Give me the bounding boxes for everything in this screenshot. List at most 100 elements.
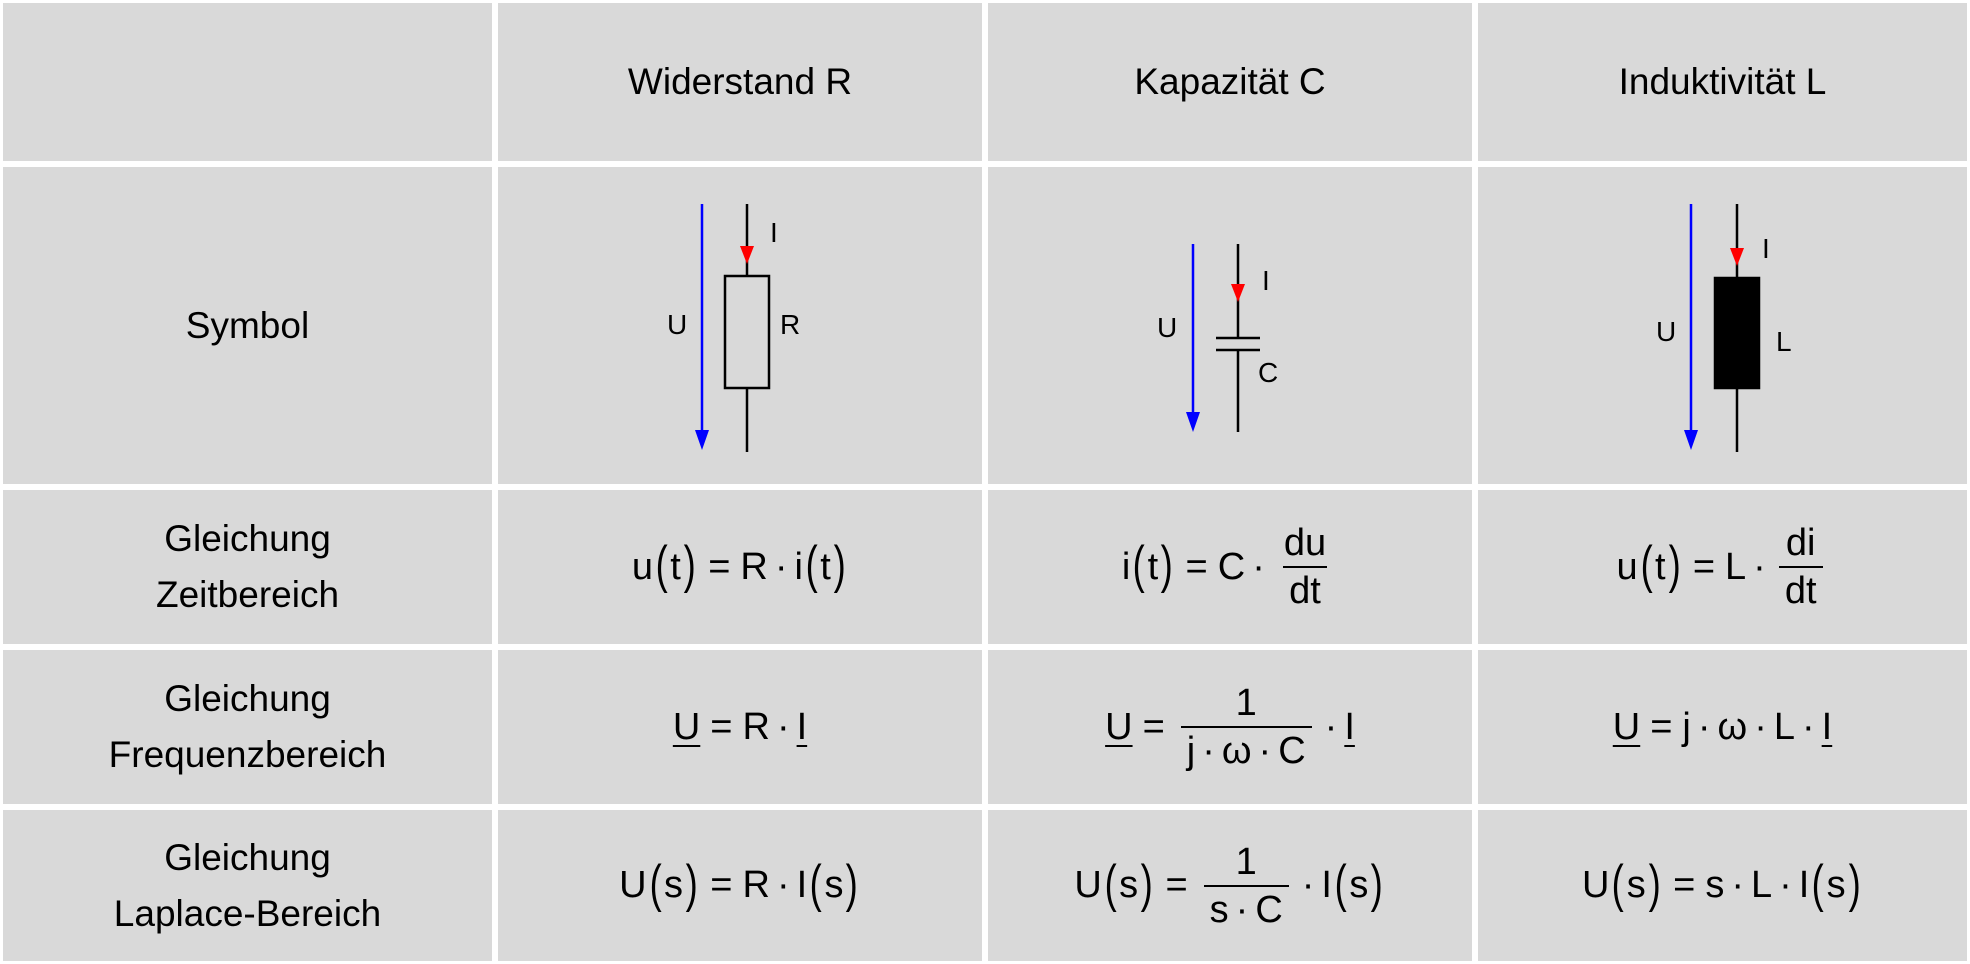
- header-capacitor: Kapazität C: [985, 0, 1475, 164]
- eq-op: ·: [1258, 730, 1272, 772]
- eq-numerator: di: [1785, 522, 1816, 564]
- header-resistor: Widerstand R: [495, 0, 985, 164]
- row-label-freq-line1: Gleichung: [164, 678, 331, 719]
- eq-var: U: [1582, 864, 1610, 906]
- inductor-label: L: [1776, 326, 1792, 357]
- eq-op: =: [710, 705, 733, 748]
- eq-op: ·: [1301, 864, 1315, 906]
- eq-paren: (: [809, 854, 822, 913]
- inductor-body: [1713, 276, 1760, 389]
- eq-paren: (: [1612, 854, 1625, 913]
- eq-var: s: [1826, 864, 1846, 906]
- eq-var: R: [740, 545, 768, 588]
- eq-paren: ): [1140, 854, 1153, 913]
- eq-paren: ): [1848, 854, 1861, 913]
- symbol-capacitor-cell: I U C: [985, 164, 1475, 487]
- eq-denominator: dt: [1778, 566, 1823, 614]
- equation: i(t) = C · du dt: [1122, 520, 1338, 614]
- row-label-symbol: Symbol: [0, 164, 495, 487]
- eq-var: C: [1278, 730, 1306, 772]
- eq-op: =: [1650, 705, 1673, 748]
- eq-numerator: 1: [1235, 840, 1257, 883]
- eq-op: ·: [1252, 545, 1265, 588]
- eq-paren: ): [846, 854, 859, 913]
- eq-paren: (: [1334, 854, 1347, 913]
- current-label: I: [1262, 265, 1270, 296]
- eq-op: ·: [776, 864, 790, 906]
- eq-numerator: 1: [1235, 682, 1257, 724]
- equation: U(s) = 1 s·C · I(s): [1074, 839, 1385, 933]
- eq-var: t: [1147, 545, 1159, 588]
- corner-cell: [0, 0, 495, 164]
- eq-phasor: I: [1344, 705, 1355, 748]
- eq-var: j: [1186, 730, 1196, 772]
- eq-var: s: [1209, 888, 1229, 931]
- eq-op: ·: [1779, 864, 1792, 906]
- eq-time-inductor: u(t) = L · di dt: [1475, 487, 1970, 647]
- eq-freq-resistor: U = R · I: [495, 647, 985, 807]
- eq-op: =: [1165, 864, 1188, 906]
- eq-phasor: U: [1612, 705, 1641, 748]
- eq-var: s: [1705, 864, 1725, 906]
- current-arrowhead: [1729, 247, 1744, 266]
- equation: U = j · ω · L · I: [1613, 706, 1832, 749]
- eq-var: s: [1119, 864, 1139, 906]
- eq-paren: (: [1132, 536, 1146, 594]
- eq-var: s: [1626, 864, 1646, 906]
- equation: u(t) = R · i(t): [631, 536, 848, 594]
- eq-op: =: [710, 864, 733, 906]
- eq-phasor: I: [1821, 705, 1833, 748]
- eq-paren: ): [833, 536, 846, 594]
- eq-op: ·: [1731, 864, 1744, 906]
- eq-fraction: du dt: [1278, 520, 1332, 614]
- eq-freq-inductor: U = j · ω · L · I: [1475, 647, 1970, 807]
- row-label-freq-line2: Frequenzbereich: [108, 734, 387, 775]
- symbol-inductor-cell: I U L: [1475, 164, 1970, 487]
- inductor-symbol: I U L: [1656, 203, 1792, 452]
- eq-var: u: [631, 545, 653, 588]
- eq-var: I: [796, 864, 808, 906]
- equation: U(s) = s · L · I(s): [1582, 854, 1863, 913]
- eq-time-resistor: u(t) = R · i(t): [495, 487, 985, 647]
- equation: U(s) = R · I(s): [619, 854, 861, 913]
- resistor-body: [723, 274, 771, 389]
- voltage-label: U: [667, 309, 687, 340]
- eq-time-capacitor: i(t) = C · du dt: [985, 487, 1475, 647]
- eq-denominator: s·C: [1203, 884, 1289, 933]
- voltage-arrowhead: [695, 429, 709, 450]
- current-label: I: [1762, 233, 1770, 264]
- eq-phasor: U: [672, 705, 701, 748]
- row-label-freq: Gleichung Frequenzbereich: [0, 647, 495, 807]
- row-label-time-line2: Zeitbereich: [155, 574, 340, 615]
- eq-var: I: [1321, 864, 1332, 906]
- eq-fraction: 1 s·C: [1203, 839, 1289, 933]
- voltage-label: U: [1157, 312, 1177, 343]
- header-inductor: Induktivität L: [1475, 0, 1970, 164]
- eq-var: i: [1121, 545, 1131, 588]
- eq-phasor: U: [1105, 705, 1133, 748]
- capacitor-label: C: [1258, 357, 1278, 388]
- eq-fraction: di dt: [1778, 520, 1823, 614]
- eq-op: ·: [1754, 705, 1767, 748]
- current-arrowhead: [1231, 283, 1245, 302]
- symbol-resistor-cell: I U R: [495, 164, 985, 487]
- eq-var: U: [1074, 864, 1102, 906]
- eq-var: R: [742, 705, 770, 748]
- eq-op: ·: [1235, 888, 1249, 931]
- voltage-label: U: [1656, 316, 1676, 347]
- eq-var: i: [794, 545, 803, 588]
- eq-var: s: [1349, 864, 1369, 906]
- equation: U = 1 j·ω·C · I: [1105, 680, 1355, 774]
- eq-paren: (: [649, 854, 662, 913]
- eq-var: C: [1217, 545, 1246, 588]
- eq-op: ·: [1802, 705, 1815, 748]
- eq-paren: ): [683, 536, 696, 594]
- capacitor-symbol: I U C: [1157, 243, 1278, 432]
- row-label-laplace-line2: Laplace-Bereich: [113, 892, 382, 934]
- eq-paren: ): [1648, 854, 1661, 913]
- eq-var: s: [824, 864, 844, 906]
- eq-denominator: dt: [1283, 566, 1327, 614]
- eq-var: j: [1682, 705, 1691, 748]
- row-label-symbol-text: Symbol: [185, 304, 310, 346]
